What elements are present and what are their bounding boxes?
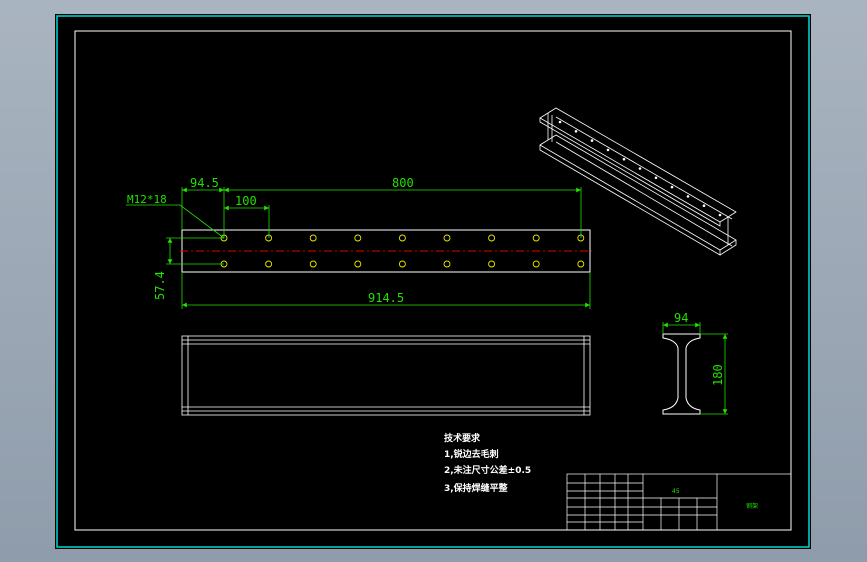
title-block-name: 钢架 [746, 502, 758, 510]
bolt-holes [220, 234, 585, 268]
dim-hole-span: 800 [392, 176, 414, 190]
isometric-view[interactable] [539, 107, 737, 256]
iso-hole [558, 120, 562, 124]
bolt-hole [577, 260, 585, 268]
dim-row-spacing: 57.4 [153, 271, 167, 300]
side-view[interactable] [181, 335, 591, 416]
bolt-hole [309, 260, 317, 268]
inner-frame [74, 30, 792, 531]
iso-hole [574, 130, 578, 133]
note-item-3: 3,保持焊缝平整 [444, 482, 508, 494]
dimension-lines [126, 187, 591, 309]
dim-edge-offset: 94.5 [190, 176, 219, 190]
dim-section-width: 94 [674, 311, 688, 325]
bolt-hole [443, 234, 451, 242]
notes-title: 技术要求 [444, 432, 481, 444]
bolt-hole [398, 260, 406, 268]
bolt-hole [354, 234, 362, 242]
bolt-hole [265, 260, 273, 268]
iso-hole [718, 213, 722, 217]
iso-hole [702, 204, 706, 207]
bolt-hole [532, 234, 540, 242]
iso-hole [686, 195, 690, 198]
iso-hole [654, 176, 658, 180]
title-block[interactable] [566, 473, 792, 531]
iso-hole [670, 185, 674, 189]
bolt-hole [532, 260, 540, 268]
iso-hole [622, 157, 626, 161]
note-item-2: 2,未注尺寸公差±0.5 [444, 464, 531, 476]
sheet-background [55, 14, 811, 549]
technical-notes: 技术要求 1,锐边去毛刺 2,未注尺寸公差±0.5 3,保持焊缝平整 [444, 432, 531, 494]
dim-hole-pitch: 100 [235, 194, 257, 208]
dim-total-length: 914.5 [368, 291, 404, 305]
iso-hole [606, 148, 610, 152]
bolt-hole [488, 260, 496, 268]
bolt-hole [443, 260, 451, 268]
bolt-hole [488, 234, 496, 242]
section-view[interactable]: 94 180 [662, 311, 728, 415]
iso-hole [590, 139, 594, 142]
bolt-hole [354, 260, 362, 268]
note-item-1: 1,锐边去毛刺 [444, 448, 499, 460]
isometric-holes [558, 120, 722, 217]
outer-border [56, 15, 810, 548]
bolt-hole [398, 234, 406, 242]
iso-hole [638, 167, 642, 170]
title-block-material: 45 [672, 488, 680, 495]
bolt-hole [309, 234, 317, 242]
dim-section-height: 180 [711, 364, 725, 386]
dim-hole-spec: M12*18 [127, 193, 167, 206]
front-view[interactable] [180, 229, 592, 273]
